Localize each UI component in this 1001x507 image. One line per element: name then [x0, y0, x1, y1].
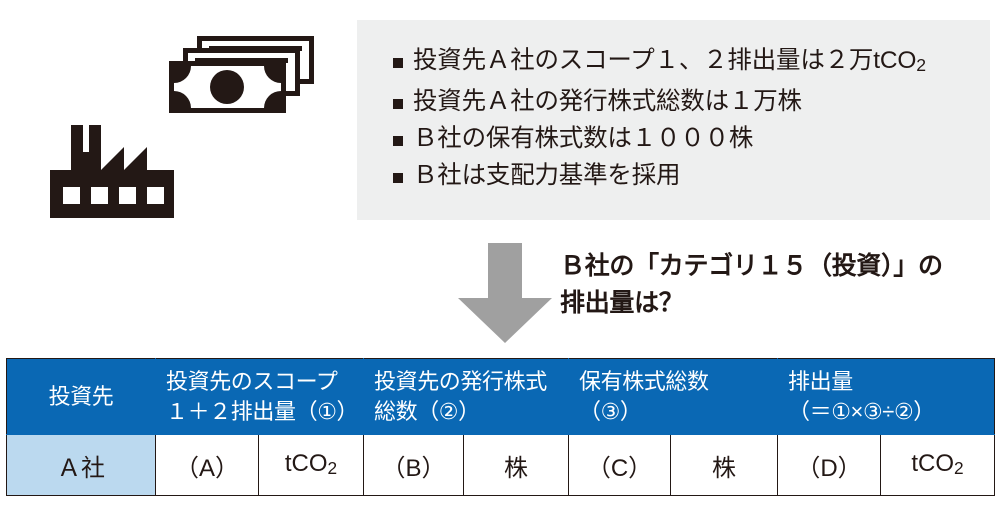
list-item: Ｂ社は支配力基準を採用	[393, 163, 926, 189]
header-emissions-formula: 排出量 （＝①×③÷②）	[777, 358, 996, 435]
cell-scope-unit-subscript: 2	[327, 458, 338, 479]
header-shares-held-line-1: 保有株式総数	[579, 368, 709, 394]
table-row: Ａ社 （A） tCO2 （B） 株 （C） 株 （D） tCO2	[6, 434, 996, 496]
cell-shares-total-value: （B）	[363, 434, 464, 496]
question-line-1: Ｂ社の「カテゴリ１５（投資）」の	[560, 252, 943, 280]
fact-text-1: 投資先Ａ社のスコープ１、２排出量は２万tCO	[413, 47, 917, 74]
emissions-table: 投資先 投資先のスコープ １＋２排出量（①） 投資先の発行株式 総数（②） 保有…	[6, 358, 996, 496]
question-text: Ｂ社の「カテゴリ１５（投資）」の 排出量は？	[560, 248, 980, 322]
cell-emissions-unit: tCO2	[880, 434, 996, 496]
cell-shares-total-unit: 株	[463, 434, 569, 496]
list-item: 投資先Ａ社のスコープ１、２排出量は２万tCO2	[393, 48, 926, 78]
cell-emissions-unit-text: tCO	[911, 450, 955, 478]
cell-shares-held-value: （C）	[568, 434, 671, 496]
fact-text-4: Ｂ社は支配力基準を採用	[413, 162, 681, 190]
factory-icon	[50, 125, 174, 218]
fact-text-2: 投資先Ａ社の発行株式総数は１万株	[413, 88, 802, 116]
bullet-square-icon	[393, 173, 403, 184]
header-shares-held-line-2: （③）	[579, 398, 642, 424]
header-investee-line-1: 投資先	[48, 383, 114, 409]
illustration-area	[0, 0, 357, 230]
cell-scope-unit: tCO2	[258, 434, 364, 496]
cell-shares-held-unit: 株	[669, 434, 779, 496]
header-emissions-line-2: （＝①×③÷②）	[788, 398, 935, 424]
bullet-square-icon	[393, 99, 403, 110]
list-item: 投資先Ａ社の発行株式総数は１万株	[393, 89, 926, 115]
cell-company-name: Ａ社	[6, 434, 156, 496]
header-shares-issued: 投資先の発行株式 総数（②）	[363, 358, 569, 435]
question-line-2: 排出量は？	[560, 289, 684, 317]
bullet-square-icon	[393, 58, 403, 68]
bullet-square-icon	[393, 136, 403, 147]
cell-scope-unit-text: tCO	[284, 450, 328, 478]
cell-emissions-unit-subscript: 2	[954, 458, 964, 479]
facts-bullet-list: 投資先Ａ社のスコープ１、２排出量は２万tCO2 投資先Ａ社の発行株式総数は１万株…	[393, 48, 926, 200]
arrow-down-icon	[458, 243, 552, 343]
list-item: Ｂ社の保有株式数は１０００株	[393, 126, 926, 152]
header-scope-line-1: 投資先のスコープ	[166, 368, 338, 394]
header-shares-issued-line-1: 投資先の発行株式	[374, 368, 547, 394]
header-shares-held: 保有株式総数 （③）	[567, 358, 779, 435]
cell-emissions-value: （D）	[777, 434, 882, 496]
banknotes-icon	[169, 36, 314, 113]
co2-subscript: 2	[916, 55, 926, 76]
header-scope-emissions: 投資先のスコープ １＋２排出量（①）	[155, 358, 364, 435]
header-investee: 投資先	[6, 358, 156, 435]
cell-scope-value: （A）	[155, 434, 259, 496]
header-shares-issued-line-2: 総数（②）	[374, 398, 480, 424]
facts-panel: 投資先Ａ社のスコープ１、２排出量は２万tCO2 投資先Ａ社の発行株式総数は１万株…	[357, 20, 990, 220]
fact-text-3: Ｂ社の保有株式数は１０００株	[413, 125, 754, 153]
header-scope-line-2: １＋２排出量（①）	[166, 398, 359, 424]
header-emissions-line-1: 排出量	[788, 368, 853, 394]
table-header-row: 投資先 投資先のスコープ １＋２排出量（①） 投資先の発行株式 総数（②） 保有…	[6, 358, 996, 435]
